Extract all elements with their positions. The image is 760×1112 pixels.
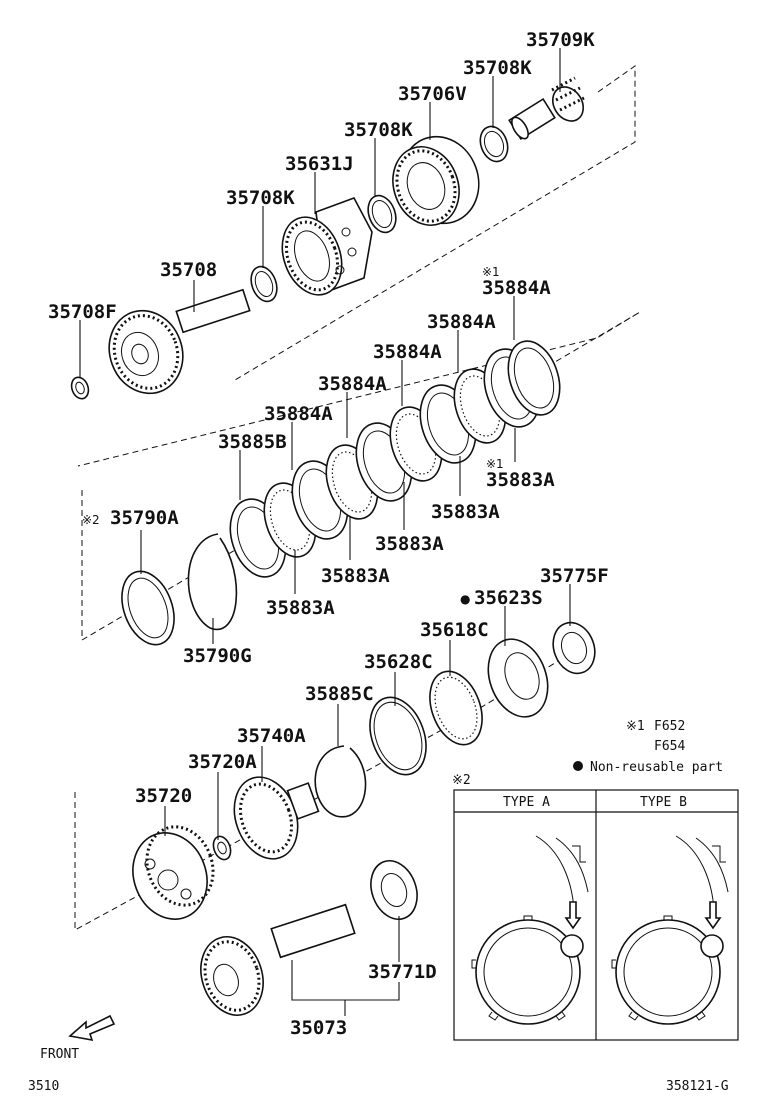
bearing-35775F xyxy=(552,621,596,675)
ref-mark-1-bottom: ※1 xyxy=(486,457,504,471)
label-35883A-5: 35883A xyxy=(266,597,335,619)
leader-lines xyxy=(79,48,571,1016)
footer-left-code: 3510 xyxy=(28,1079,59,1094)
label-35884A-1: 35884A xyxy=(482,277,551,299)
label-35618C: 35618C xyxy=(420,619,489,641)
snap-ring-35708K-top xyxy=(479,125,509,163)
label-35706V: 35706V xyxy=(398,83,467,105)
label-35884A-5: 35884A xyxy=(264,403,333,425)
non-reusable-bullet: ● xyxy=(460,592,470,606)
label-35708F: 35708F xyxy=(48,301,117,323)
label-35623S: 35623S xyxy=(474,587,543,609)
upper-group-boundary xyxy=(234,65,636,381)
label-35883A-1: 35883A xyxy=(486,469,555,491)
label-35708K-top: 35708K xyxy=(463,57,532,79)
label-35720A: 35720A xyxy=(188,751,257,773)
clutch-plates xyxy=(229,340,561,578)
gear-35740A xyxy=(233,776,320,860)
footer-right-code: 358121-G xyxy=(666,1079,729,1094)
label-35884A-2: 35884A xyxy=(427,311,496,333)
label-35708K-low: 35708K xyxy=(226,187,295,209)
piston-35618C xyxy=(429,670,483,746)
washer-35708F xyxy=(70,376,90,400)
label-35884A-4: 35884A xyxy=(318,373,387,395)
snap-ring-35708K-mid xyxy=(367,194,397,234)
label-35709K: 35709K xyxy=(526,29,595,51)
bearing-35771D xyxy=(370,860,418,920)
washer-35720A xyxy=(212,835,232,861)
label-35708: 35708 xyxy=(160,259,217,281)
label-35790G: 35790G xyxy=(183,645,252,667)
ref-mark-2: ※2 xyxy=(82,513,100,527)
label-35883A-2: 35883A xyxy=(431,501,500,523)
label-35720: 35720 xyxy=(135,785,192,807)
label-35708K-mid: 35708K xyxy=(344,119,413,141)
label-35883A-3: 35883A xyxy=(375,533,444,555)
front-arrow-icon xyxy=(68,1014,116,1042)
note-1-mark: ※1 xyxy=(626,719,645,734)
label-35885C: 35885C xyxy=(305,683,374,705)
note-1-f654: F654 xyxy=(654,739,685,754)
detail-type-b-drawing xyxy=(611,835,729,1025)
non-reusable-bullet-icon xyxy=(573,761,583,771)
snap-ring-35885C xyxy=(314,745,367,818)
middle-group-boundary xyxy=(77,311,641,641)
detail-box xyxy=(453,789,739,1041)
detail-ref-mark: ※2 xyxy=(452,773,471,788)
carrier-35720 xyxy=(132,825,215,920)
drum-35631J xyxy=(281,197,373,296)
label-35775F: 35775F xyxy=(540,565,609,587)
note-non-reusable: Non-reusable part xyxy=(590,760,723,775)
label-35790A: 35790A xyxy=(110,507,179,529)
input-shaft-35709K xyxy=(508,76,585,141)
label-35631J: 35631J xyxy=(285,153,354,175)
seal-35623S xyxy=(487,638,549,718)
label-35883A-4: 35883A xyxy=(321,565,390,587)
front-label: FRONT xyxy=(40,1047,79,1062)
label-35073: 35073 xyxy=(290,1017,347,1039)
detail-type-b: TYPE B xyxy=(640,795,687,810)
detail-type-a: TYPE A xyxy=(503,795,550,810)
ref-mark-1-top: ※1 xyxy=(482,265,500,279)
detail-type-a-drawing xyxy=(471,835,589,1025)
snap-ring-35790G xyxy=(187,533,238,631)
label-35884A-3: 35884A xyxy=(373,341,442,363)
hub-shaft-35708 xyxy=(108,288,251,395)
label-35740A: 35740A xyxy=(237,725,306,747)
shaft-gear-35073 xyxy=(200,903,356,1016)
clutch-drum-35706V xyxy=(392,135,480,226)
retainer-35790A xyxy=(121,570,175,646)
note-1-f652: F652 xyxy=(654,719,685,734)
label-35771D: 35771D xyxy=(368,961,437,983)
snap-ring-35708K-low xyxy=(250,265,278,303)
ring-35628C xyxy=(369,696,427,776)
label-35885B: 35885B xyxy=(218,431,287,453)
label-35628C: 35628C xyxy=(364,651,433,673)
